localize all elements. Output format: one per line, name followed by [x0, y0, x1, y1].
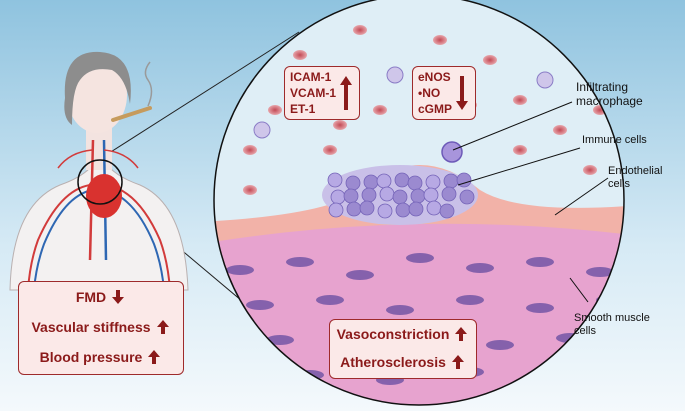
adhesion-markers-box: ICAM-1 VCAM-1 ET-1	[284, 66, 360, 120]
no-label: •NO	[418, 86, 441, 100]
macrophage-cell	[441, 141, 463, 163]
arrow-up-icon	[148, 350, 161, 364]
immune-cell	[330, 189, 346, 205]
immune-cell	[425, 174, 441, 190]
red-blood-cell	[513, 145, 527, 155]
muscle-nucleus	[226, 265, 254, 275]
muscle-nucleus	[406, 253, 434, 263]
muscle-nucleus	[346, 270, 374, 280]
immune-cell	[327, 172, 343, 188]
red-blood-cell	[323, 145, 337, 155]
immune-cell	[363, 174, 379, 190]
muscle-nucleus	[316, 295, 344, 305]
immune-cell	[328, 202, 344, 218]
immune-cell	[343, 188, 359, 204]
immune-cell	[345, 175, 361, 191]
nitric-oxide-box: eNOS •NO cGMP	[412, 66, 476, 120]
red-blood-cell	[583, 165, 597, 175]
arrow-up-icon	[156, 320, 169, 334]
blood-pressure-label: Blood pressure	[39, 349, 143, 365]
red-blood-cell	[373, 105, 387, 115]
enos-label: eNOS	[418, 70, 451, 84]
atherosclerosis-label: Atherosclerosis	[340, 354, 446, 370]
red-blood-cell	[353, 25, 367, 35]
heart-icon	[86, 174, 122, 218]
arrow-down-icon	[112, 290, 125, 304]
magnifier-circle	[213, 0, 625, 406]
smooth-muscle-cells-label: Smooth muscle cells	[574, 312, 650, 337]
muscle-nucleus	[456, 295, 484, 305]
muscle-nucleus	[246, 300, 274, 310]
smooth-muscle-layer	[214, 219, 624, 405]
muscle-nucleus	[526, 303, 554, 313]
red-blood-cell	[483, 55, 497, 65]
vcam-label: VCAM-1	[290, 86, 337, 100]
icam-label: ICAM-1	[290, 70, 332, 84]
muscle-nucleus	[466, 263, 494, 273]
arrow-up-icon	[340, 76, 353, 110]
immune-cell	[426, 200, 442, 216]
zoom-ring	[77, 159, 123, 205]
immune-cells-label: Immune cells	[582, 134, 647, 146]
immune-cell	[456, 172, 472, 188]
vascular-stiffness-label: Vascular stiffness	[31, 319, 151, 335]
macrophage-label: Infiltrating macrophage	[576, 80, 643, 108]
red-blood-cell	[333, 120, 347, 130]
vasoconstriction-label: Vasoconstriction	[336, 326, 450, 342]
muscle-nucleus	[486, 340, 514, 350]
muscle-nucleus	[526, 257, 554, 267]
magnified-vessel	[214, 0, 624, 405]
immune-cell	[377, 203, 393, 219]
immune-cell	[346, 201, 362, 217]
leukocyte	[253, 121, 271, 139]
red-blood-cell	[268, 105, 282, 115]
immune-cell	[395, 202, 411, 218]
leukocyte	[536, 71, 554, 89]
immune-cell	[359, 200, 375, 216]
immune-cell	[408, 201, 424, 217]
muscle-nucleus	[586, 267, 614, 277]
arrow-up-icon	[451, 355, 464, 369]
red-blood-cell	[293, 50, 307, 60]
immune-cell	[441, 186, 457, 202]
muscle-nucleus	[286, 257, 314, 267]
red-blood-cell	[513, 95, 527, 105]
immune-cell	[376, 173, 392, 189]
cgmp-label: cGMP	[418, 102, 453, 116]
immune-cell	[459, 189, 475, 205]
immune-cell	[439, 203, 455, 219]
immune-cell	[394, 172, 410, 188]
red-blood-cell	[243, 145, 257, 155]
immune-cell	[443, 173, 459, 189]
et1-label: ET-1	[290, 102, 316, 116]
leukocyte	[386, 66, 404, 84]
immune-cell	[361, 187, 377, 203]
person-figure	[9, 51, 189, 291]
arrow-up-icon	[455, 327, 468, 341]
muscle-nucleus	[266, 335, 294, 345]
red-blood-cell	[553, 125, 567, 135]
systemic-effects-box: FMD Vascular stiffness Blood pressure	[18, 281, 184, 375]
red-blood-cell	[243, 185, 257, 195]
immune-cell	[410, 188, 426, 204]
vascular-outcomes-box: Vasoconstriction Atherosclerosis	[329, 319, 477, 379]
endothelial-cells-label: Endothelial cells	[608, 165, 663, 190]
muscle-nucleus	[386, 305, 414, 315]
fmd-label: FMD	[75, 289, 107, 305]
immune-cell	[423, 187, 439, 203]
immune-cell	[379, 186, 395, 202]
zoom-line-top	[94, 31, 300, 163]
arrow-down-icon	[456, 76, 469, 110]
immune-cell	[392, 189, 408, 205]
immune-cell	[407, 175, 423, 191]
red-blood-cell	[433, 35, 447, 45]
